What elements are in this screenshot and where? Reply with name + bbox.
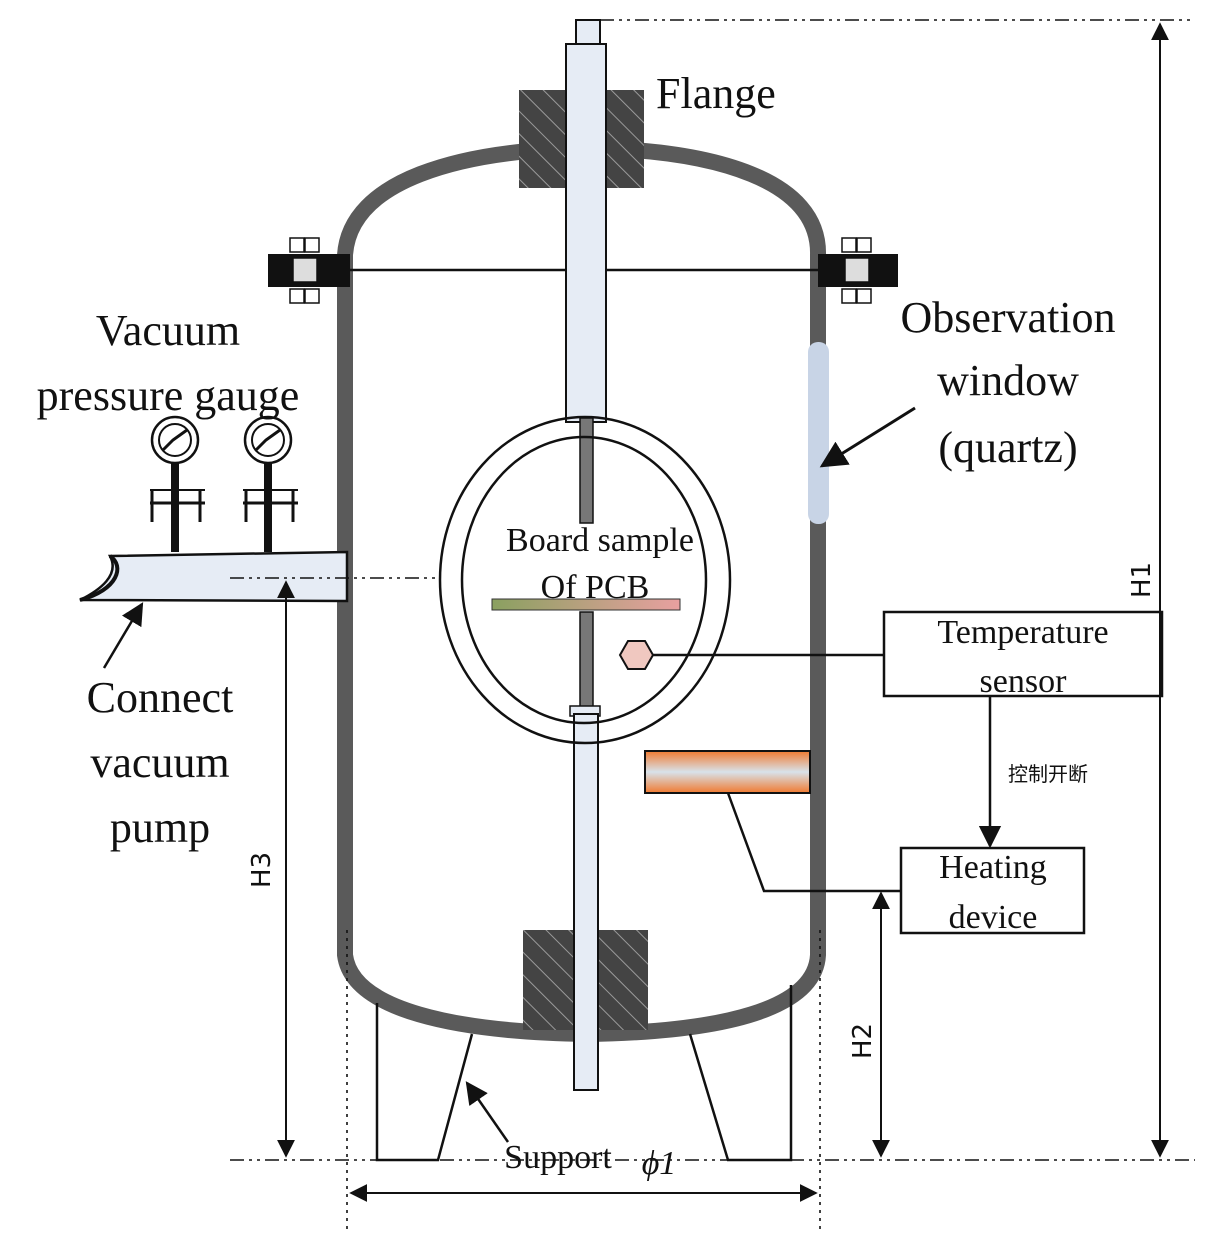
right-bolt-icon [818,237,898,304]
top-rod-cap [575,19,601,47]
vacuum-pipe [79,550,349,603]
support-label: Support [504,1139,612,1176]
board-label-line1: Board sample [506,522,694,559]
heater-bar [644,750,811,794]
pump-label-line1: Connect [87,673,234,722]
bottom-rod [573,713,599,1091]
temperature-sensor-label-line1: Temperature [937,614,1108,651]
gauge-left-icon [150,415,205,552]
quartz-window [808,342,829,524]
diameter-label: ϕ1 [642,1145,677,1182]
vessel-wall [337,139,827,1043]
control-note: 控制开断 [1008,762,1088,786]
vacuum-gauge-label-line2: pressure gauge [37,371,300,420]
pcb-board [491,598,681,611]
gauge-right-icon [243,415,298,552]
board-label-line2: Of PCB [541,569,650,606]
chamber-inner-ring [460,435,708,725]
vacuum-gauge-label-line1: Vacuum [96,306,240,355]
temperature-sensor-box [882,610,1164,698]
top-rod [565,43,607,423]
top-inner-rod [579,417,594,524]
h2-label: H2 [848,1023,878,1059]
heating-device-label-line2: device [949,899,1038,936]
h1-label: H1 [1127,562,1157,598]
pump-label-line3: pump [110,803,210,852]
observation-label-line2: window [937,356,1079,405]
temperature-sensor-label-line2: sensor [980,663,1068,700]
observation-label-line3: (quartz) [938,423,1077,472]
flange-label: Flange [656,69,776,118]
h3-label: H3 [247,852,277,888]
heating-device-box [899,846,1086,935]
window-pointer [819,406,916,468]
bottom-inner-rod [579,611,594,713]
observation-label-line1: Observation [900,293,1115,342]
chamber-outer-ring [438,415,732,745]
support-pointer [465,1081,510,1143]
heater-wire [726,792,903,893]
sensor-hex-icon [618,640,655,670]
left-bolt-icon [268,237,350,304]
pump-label-line2: vacuum [90,738,229,787]
heating-device-label-line1: Heating [939,849,1047,886]
pump-pointer [102,602,144,669]
